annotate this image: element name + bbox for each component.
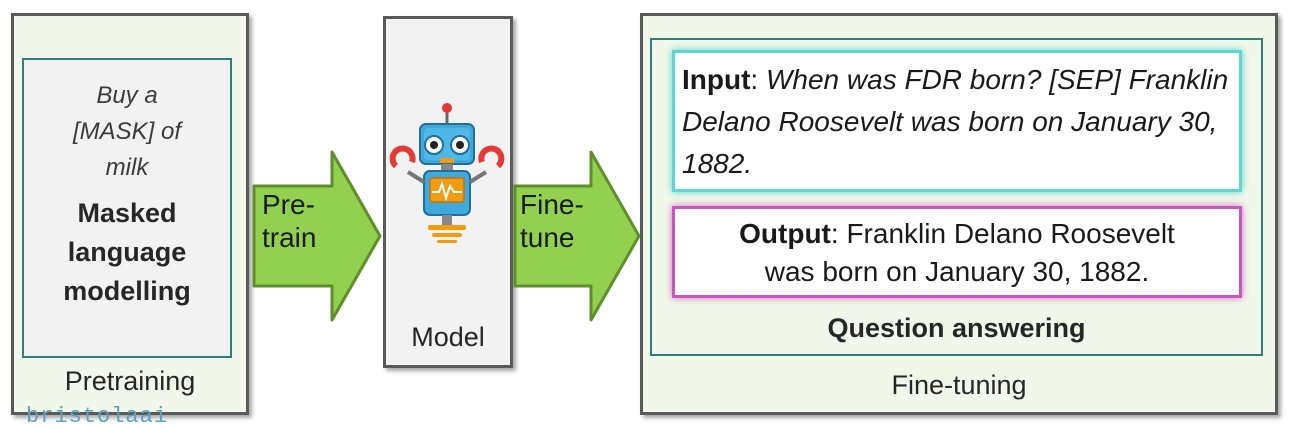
finetuning-label: Fine-tuning — [891, 370, 1027, 400]
masked-lm-box — [22, 58, 232, 358]
input-label: Input — [682, 64, 751, 95]
masked-example-line-1: Buy a — [96, 82, 158, 109]
pretrain-arrow-label: Pre- train — [262, 188, 316, 254]
pretrain-label-line-1: Pre- — [262, 189, 315, 220]
watermark-text: bristolaai — [26, 404, 169, 429]
output-example-text: Output: Franklin Delano Roosevelt was bo… — [672, 215, 1242, 291]
pretrain-label-line-2: train — [262, 222, 317, 253]
output-example-box — [672, 206, 1242, 298]
masked-example-line-2: [MASK] of — [72, 118, 182, 145]
masked-lm-title: Masked language modelling — [22, 194, 232, 311]
finetune-arrow-icon — [513, 150, 641, 322]
output-value-line-2: was born on January 30, 1882. — [764, 256, 1150, 287]
masked-example: Buy a [MASK] of milk — [22, 78, 232, 186]
output-value-line-1: Franklin Delano Roosevelt — [846, 218, 1175, 249]
output-label: Output — [739, 218, 831, 249]
masked-lm-title-line-2: language — [67, 237, 187, 267]
finetune-arrow-label: Fine- tune — [520, 188, 584, 254]
finetune-label-line-2: tune — [520, 222, 575, 253]
input-example-text: Input: When was FDR born? [SEP] Franklin… — [682, 64, 1229, 179]
masked-lm-title-line-3: modelling — [63, 276, 191, 306]
pretraining-label: Pretraining — [64, 366, 196, 396]
masked-lm-title-line-1: Masked — [77, 198, 177, 228]
output-line-1: Output: Franklin Delano Roosevelt — [739, 218, 1175, 249]
input-value: When was FDR born? [SEP] Franklin Delano… — [682, 64, 1229, 179]
model-label: Model — [411, 322, 485, 352]
robot-icon — [389, 103, 505, 243]
input-example-box — [672, 50, 1242, 192]
question-answering-title: Question answering — [827, 313, 1086, 343]
masked-example-line-3: milk — [105, 154, 149, 181]
pretrain-arrow-icon — [252, 150, 382, 322]
finetune-label-line-1: Fine- — [520, 189, 584, 220]
